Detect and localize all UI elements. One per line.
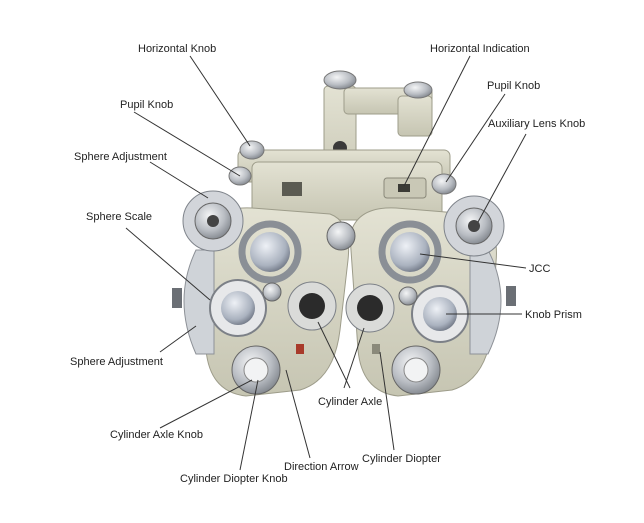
leader-lines bbox=[125, 55, 527, 471]
leader-cylinder-axle-left bbox=[317, 321, 351, 389]
leader-cylinder-diopter-knob bbox=[239, 379, 259, 471]
label-sphere-adjustment-bottom: Sphere Adjustment bbox=[70, 356, 163, 368]
leader-pupil-knob-right bbox=[445, 93, 506, 183]
small-knob-right bbox=[398, 286, 418, 306]
leader-direction-arrow bbox=[285, 369, 311, 459]
label-knob-prism: Knob Prism bbox=[525, 309, 582, 321]
leader-pupil-knob-left bbox=[133, 111, 241, 177]
left-disc bbox=[183, 249, 215, 355]
label-cylinder-axle: Cylinder Axle bbox=[318, 396, 382, 408]
right-aperture bbox=[423, 297, 457, 331]
label-sphere-scale: Sphere Scale bbox=[86, 211, 152, 223]
cylinder-diopter-knob-right-cap bbox=[403, 357, 429, 383]
horizontal-knob-top bbox=[323, 70, 357, 90]
label-cylinder-diopter-knob: Cylinder Diopter Knob bbox=[180, 473, 288, 485]
labels: Horizontal Knob Horizontal Indication Pu… bbox=[70, 43, 585, 485]
cylinder-diopter-knob-left-cap bbox=[243, 357, 269, 383]
leader-horizontal-knob bbox=[189, 55, 251, 147]
leader-jcc bbox=[419, 253, 527, 269]
leader-cylinder-axle-right bbox=[343, 327, 365, 389]
pupil-knob-left bbox=[239, 140, 265, 160]
leader-cylinder-axle-knob bbox=[159, 379, 253, 429]
label-direction-arrow: Direction Arrow bbox=[284, 461, 359, 473]
center-knob bbox=[326, 221, 356, 251]
cylinder-axle-right-hole bbox=[357, 295, 383, 321]
cylinder-axle-left-hole bbox=[299, 293, 325, 319]
pupil-knob-right bbox=[431, 173, 457, 195]
label-pupil-knob-left: Pupil Knob bbox=[120, 99, 173, 111]
indication-marker bbox=[398, 184, 410, 192]
leader-auxiliary-lens-knob bbox=[477, 133, 527, 223]
top-arm-drop bbox=[397, 95, 433, 137]
label-horizontal-knob: Horizontal Knob bbox=[138, 43, 216, 55]
auxiliary-lens-knob-center bbox=[468, 220, 480, 232]
phoropter-device bbox=[172, 70, 516, 397]
horizontal-window-left bbox=[282, 182, 302, 196]
small-knob-left bbox=[262, 282, 282, 302]
jcc-left bbox=[238, 220, 302, 284]
jcc-right bbox=[378, 220, 442, 284]
label-auxiliary-lens-knob: Auxiliary Lens Knob bbox=[488, 118, 585, 130]
leader-horizontal-indication bbox=[403, 55, 471, 187]
label-cylinder-axle-knob: Cylinder Axle Knob bbox=[110, 429, 203, 441]
leader-sphere-adjustment-bottom bbox=[159, 325, 197, 353]
right-disc-tab bbox=[506, 286, 516, 306]
left-disc-tab bbox=[172, 288, 182, 308]
sphere-adjustment-left-center bbox=[207, 215, 219, 227]
label-pupil-knob-right: Pupil Knob bbox=[487, 80, 540, 92]
leader-sphere-adjustment-top bbox=[149, 161, 209, 199]
label-cylinder-diopter: Cylinder Diopter bbox=[362, 453, 441, 465]
label-sphere-adjustment-top: Sphere Adjustment bbox=[74, 151, 167, 163]
leader-cylinder-diopter bbox=[379, 351, 395, 451]
right-disc bbox=[469, 249, 502, 355]
jcc-left-glass bbox=[250, 232, 290, 272]
jcc-right-glass bbox=[390, 232, 430, 272]
left-aperture bbox=[221, 291, 255, 325]
label-jcc: JCC bbox=[529, 263, 550, 275]
label-horizontal-indication: Horizontal Indication bbox=[430, 43, 530, 55]
leader-sphere-scale bbox=[125, 227, 211, 301]
top-arm-knob bbox=[403, 81, 433, 99]
direction-arrow-mark bbox=[296, 344, 304, 354]
cylinder-diopter-window bbox=[372, 344, 380, 354]
